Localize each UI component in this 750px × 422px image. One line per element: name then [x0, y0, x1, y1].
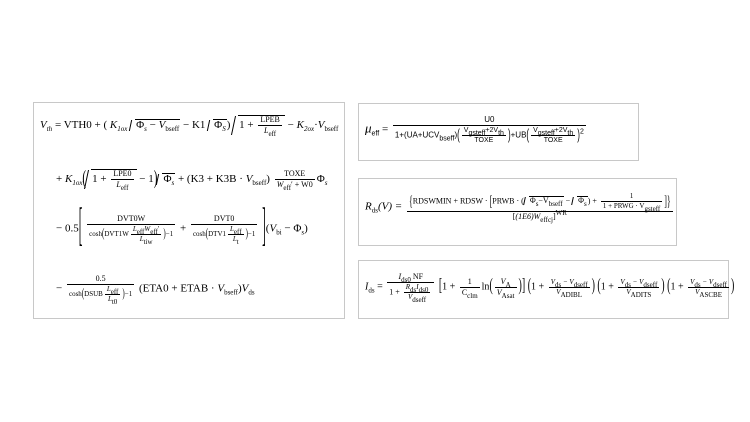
sqrt-phi-minus-vbseff: Φs − Vbseff	[135, 119, 181, 134]
rds-equation-panel: Rds(V) = {RDSWMIN + RDSW · [PRWB · (Φs−V…	[358, 178, 677, 246]
rds-fraction: {RDSWMIN + RDSW · [PRWB · (Φs−Vbseff − Φ…	[406, 192, 673, 224]
rds-equation: Rds(V) = {RDSWMIN + RDSW · [PRWB · (Φs−V…	[365, 192, 673, 224]
k1ox: K1ox	[109, 119, 128, 134]
vth-equation-panel: Vth = VTH0 + ( K1ox Φs − Vbseff − K1 ΦS)…	[33, 102, 345, 319]
vth-eq-term: = VTH0 + (	[54, 119, 108, 132]
vth-line-1: Vth = VTH0 + ( K1ox Φs − Vbseff − K1 ΦS)…	[40, 115, 339, 138]
sqrt-phi-s: ΦS	[213, 119, 227, 134]
minus-k1: − K1	[182, 119, 206, 132]
vth-lhs: Vth	[40, 119, 53, 134]
k2ox: K2ox	[296, 119, 315, 134]
